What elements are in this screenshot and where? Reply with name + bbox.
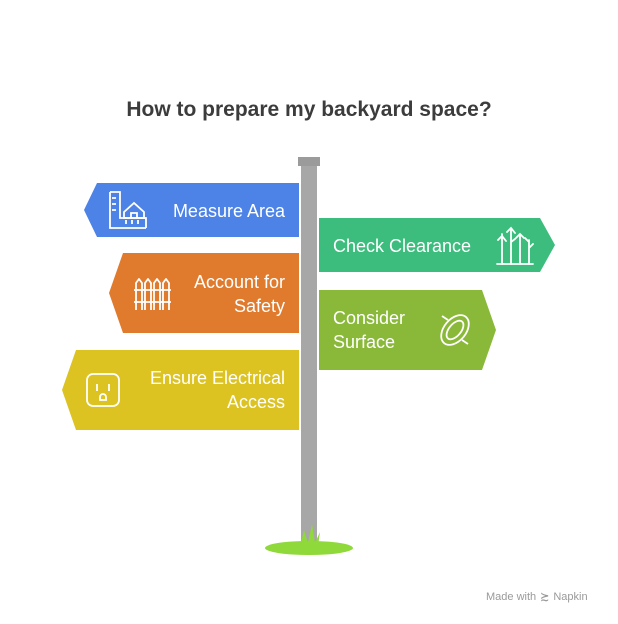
sign-label: Consider: [333, 308, 405, 328]
sign-measure-area: Measure Area: [84, 183, 299, 237]
ruler-house-icon: [109, 191, 147, 229]
credit-prefix: Made with: [486, 590, 537, 603]
signpost-pole: [301, 164, 317, 544]
napkin-logo-icon: ≿: [540, 591, 550, 603]
sign-label: Account for: [194, 272, 285, 292]
sign-label: Ensure Electrical: [150, 368, 285, 388]
sign-label: Surface: [333, 332, 395, 352]
sign-label: Check Clearance: [333, 236, 471, 256]
trees-icon: [496, 226, 534, 265]
sign-label: Safety: [234, 296, 285, 316]
power-outlet-icon: [86, 373, 120, 407]
grass-base: [265, 524, 353, 555]
made-with-credit: Made with ≿ Napkin: [486, 590, 588, 604]
sign-account-for-safety: Account for Safety: [109, 253, 299, 333]
sign-label: Access: [227, 392, 285, 412]
diagram-title: How to prepare my backyard space?: [126, 98, 492, 121]
surface-pad-icon: [440, 314, 470, 346]
fence-icon: [134, 278, 171, 310]
sign-check-clearance: Check Clearance: [319, 218, 555, 272]
sign-label: Measure Area: [173, 201, 286, 221]
signpost-cap: [298, 157, 320, 166]
sign-ensure-electrical-access: Ensure Electrical Access: [62, 350, 299, 430]
sign-consider-surface: Consider Surface: [319, 290, 496, 370]
credit-brand: Napkin: [553, 590, 588, 603]
